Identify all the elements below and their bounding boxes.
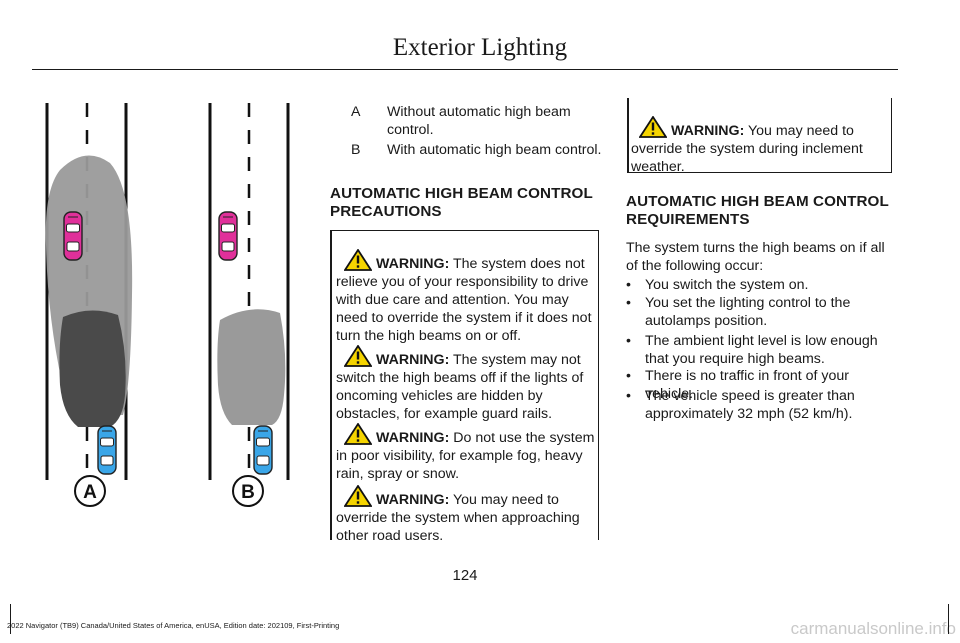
- warning-2: WARNING: The system may not switch the h…: [330, 345, 598, 423]
- own-car-b: [253, 425, 273, 475]
- warning-label: WARNING:: [376, 352, 450, 368]
- warning-icon: [344, 249, 372, 271]
- warning-1: WARNING: The system does not relieve you…: [330, 249, 598, 345]
- page-title: Exterior Lighting: [392, 34, 568, 61]
- lead-car-b: [218, 211, 238, 261]
- warning-label: WARNING:: [376, 430, 450, 446]
- bullet-dot: •: [626, 277, 631, 293]
- warning-text: The system may not switch the high beams…: [336, 352, 584, 422]
- lead-car-a: [63, 211, 83, 261]
- bullet-text: You switch the system on.: [645, 277, 809, 293]
- warning-icon: [344, 423, 372, 445]
- warning-label: WARNING:: [376, 256, 450, 272]
- warning-icon: [344, 485, 372, 507]
- warning-text: The system does not relieve you of your …: [336, 256, 592, 344]
- warning-icon: [344, 345, 372, 367]
- crop-mark: [10, 604, 11, 634]
- high-beam-illustration: A B: [45, 103, 290, 507]
- bullet-dot: •: [626, 333, 631, 349]
- requirements-heading: AUTOMATIC HIGH BEAM CONTROL REQUIREMENTS: [626, 193, 896, 229]
- label-b-circle: [232, 475, 264, 507]
- warning-icon: [639, 116, 667, 138]
- precautions-heading-line1: AUTOMATIC HIGH BEAM CONTROL: [330, 185, 593, 202]
- own-car-a: [97, 425, 117, 475]
- legend-text-a: Without automatic high beam control.: [387, 104, 571, 138]
- beam-dipped-b: [217, 309, 286, 425]
- warning-text: You may need to override the system when…: [336, 492, 580, 544]
- crop-mark: [948, 604, 949, 634]
- bullet-text: There is no traffic in front of your veh…: [645, 368, 849, 402]
- label-a: A: [83, 482, 97, 503]
- bullet-text: The vehicle speed is greater than approx…: [645, 388, 855, 422]
- warning-label: WARNING:: [376, 492, 450, 508]
- weather-warning-box: WARNING: You may need to override the sy…: [627, 98, 892, 176]
- requirements-heading-line1: AUTOMATIC HIGH BEAM CONTROL: [626, 193, 889, 210]
- requirements-intro: The system turns the high beams on if al…: [626, 240, 885, 274]
- legend-key-a: A: [351, 104, 361, 120]
- bullet-dot: •: [626, 295, 631, 311]
- footer-edition: 2022 Navigator (TB9) Canada/United State…: [7, 621, 340, 630]
- requirements-heading-line2: REQUIREMENTS: [626, 211, 750, 228]
- label-a-circle: [74, 475, 106, 507]
- precautions-heading: AUTOMATIC HIGH BEAM CONTROL PRECAUTIONS: [330, 185, 600, 221]
- bullet-text: You set the lighting control to the auto…: [645, 295, 851, 329]
- precautions-heading-line2: PRECAUTIONS: [330, 203, 442, 220]
- label-b: B: [241, 482, 255, 503]
- warning-label: WARNING:: [671, 123, 745, 139]
- warning-text: You may need to override the system duri…: [631, 123, 863, 175]
- legend-key-b: B: [351, 142, 361, 158]
- warning-text: Do not use the system in poor visibility…: [336, 430, 595, 482]
- warning-3: WARNING: Do not use the system in poor v…: [330, 423, 598, 483]
- bullet-dot: •: [626, 368, 631, 384]
- warning-weather: WARNING: You may need to override the sy…: [627, 116, 890, 176]
- header-divider: [32, 69, 898, 70]
- watermark: carmanualsonline.info: [790, 619, 956, 638]
- precautions-warning-box: WARNING: The system does not relieve you…: [330, 230, 599, 544]
- beam-short-a: [59, 310, 126, 427]
- page-number: 124: [452, 567, 478, 584]
- bullet-dot: •: [626, 388, 631, 404]
- bullet-text: The ambient light level is low enough th…: [645, 333, 878, 367]
- warning-4: WARNING: You may need to override the sy…: [330, 485, 598, 545]
- legend-text-b: With automatic high beam control.: [387, 142, 602, 158]
